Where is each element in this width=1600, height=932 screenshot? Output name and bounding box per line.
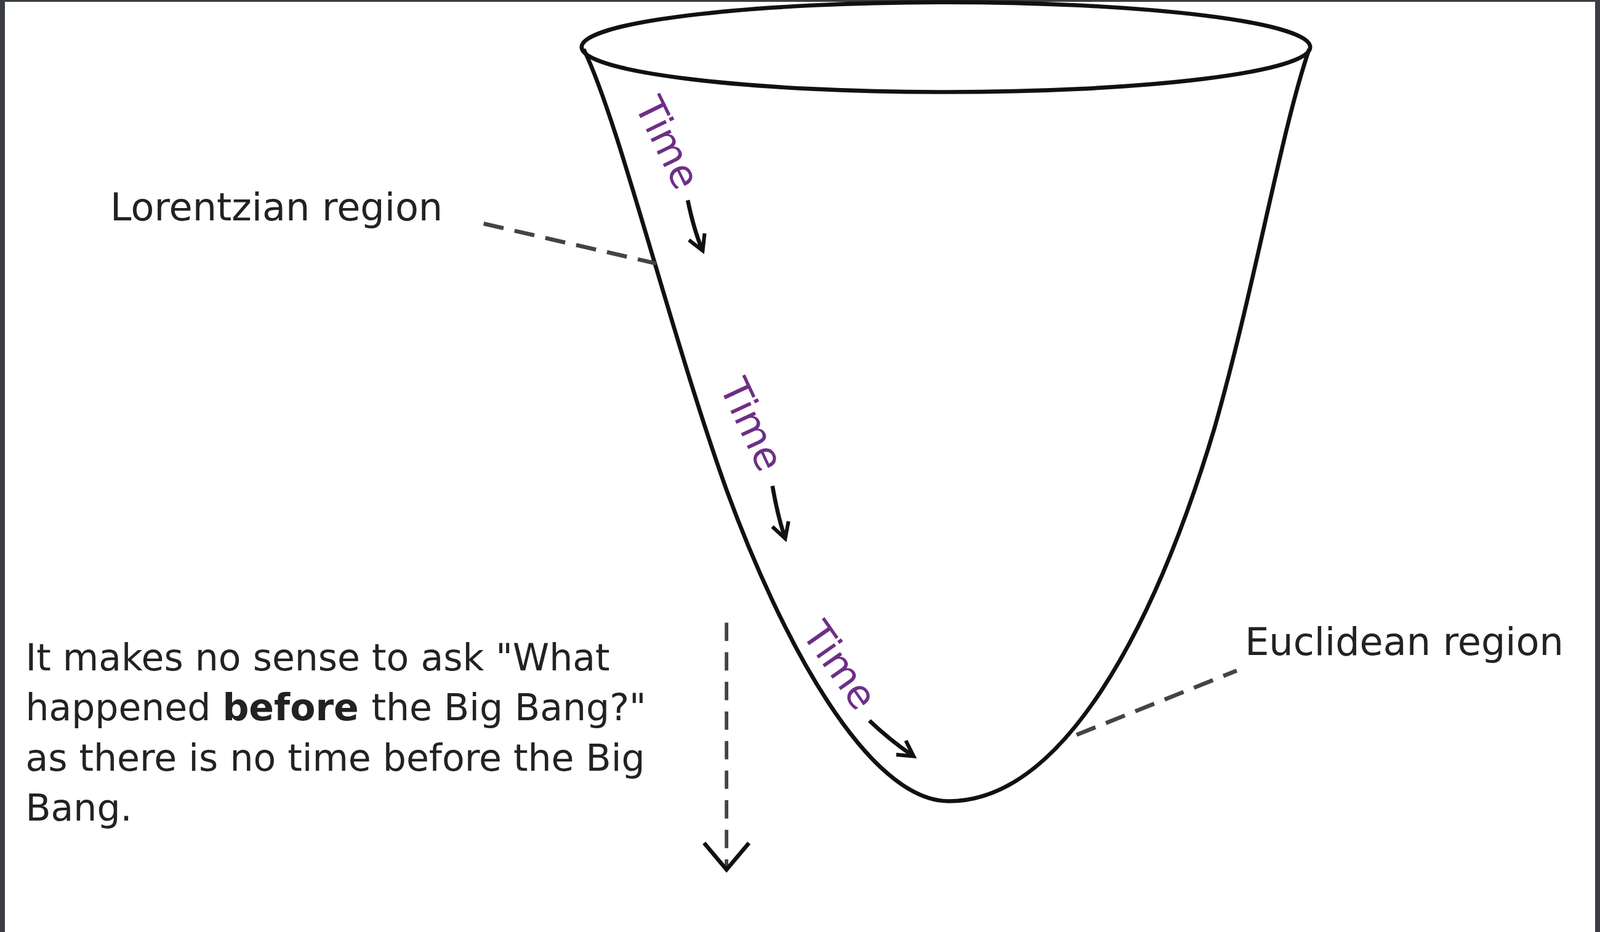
note-word: "What [495,635,610,680]
bowl-rim [581,2,1311,93]
note-word: time [287,736,383,780]
leader-line [1076,670,1237,735]
note-word: It [25,635,63,680]
time-label: Time [628,91,707,196]
note-word: before [222,685,372,729]
bowl-outline [583,49,1310,802]
time-arrow [687,200,702,250]
region-label: Euclidean region [1244,616,1564,668]
note-word: before [382,736,514,780]
note-word: sense [253,635,372,680]
background-panel [4,1,1596,932]
note-word: ask [420,635,496,680]
note-word: to [371,635,421,680]
arrow-head [704,842,750,870]
time-arrow [869,720,913,756]
note-word: Bang?" [514,685,647,729]
note-word: no [229,736,288,780]
note-word: is [188,736,230,780]
time-arrow [772,485,785,537]
note-word: Bang. [25,786,132,830]
note-text: It makes no sense to ask "What happened … [25,632,648,834]
leader-line [483,223,657,264]
time-axis-dashed [724,622,729,868]
note-word: no [195,635,254,680]
note-word: Big [443,685,515,729]
note-word: makes [62,635,196,680]
note-word: the [371,685,445,729]
note-word: the [513,736,587,780]
note-word: Big [586,736,646,780]
note-word: as [25,736,79,780]
time-label: Time [713,372,790,477]
note-word: happened [25,685,223,729]
region-label: Lorentzian region [110,181,443,234]
time-label: Time [795,614,884,716]
note-word: there [79,736,189,780]
